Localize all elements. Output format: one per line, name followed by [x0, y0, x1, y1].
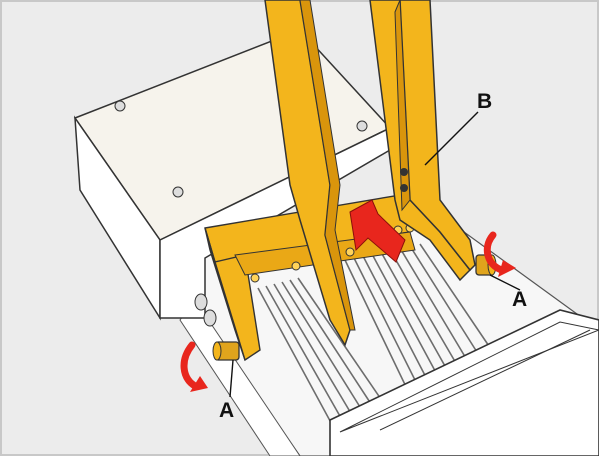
rod-set: [257, 243, 496, 431]
front-housing: [329, 309, 599, 456]
leader-line-a-left: [229, 359, 234, 398]
callout-a-left: A: [219, 399, 234, 422]
callout-b: B: [477, 90, 492, 113]
push-arrow-icon: [349, 199, 406, 263]
adjustment-knob-left: [212, 341, 240, 361]
callout-a-right: A: [512, 288, 527, 311]
screw-icon: [400, 168, 408, 176]
screw-icon: [356, 120, 368, 132]
leader-line-a-right: [489, 274, 521, 291]
guide-arm-left: [264, 0, 356, 347]
screw-icon: [172, 186, 184, 198]
rotate-arrow-icon: [180, 341, 208, 392]
guide-arm-right: [369, 0, 476, 282]
leader-line-b: [424, 111, 479, 166]
rotate-arrow-icon: [483, 231, 516, 277]
screw-icon: [114, 100, 126, 112]
screw-icon: [400, 184, 408, 192]
